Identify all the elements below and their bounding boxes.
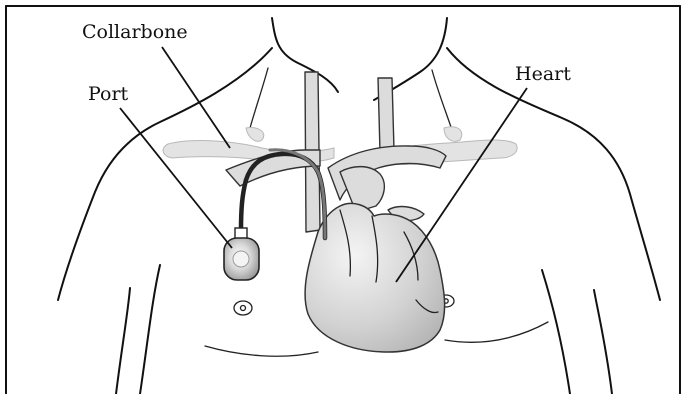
left-nipple xyxy=(234,301,252,315)
right-bone-knob xyxy=(444,127,462,142)
collarbone-leader-line xyxy=(162,47,230,148)
left-pectoral-line xyxy=(205,346,318,356)
port-device xyxy=(224,228,259,280)
right-shoulder-line xyxy=(447,48,660,300)
port-label: Port xyxy=(88,83,129,105)
right-neck-vein xyxy=(378,78,394,152)
left-chest-line xyxy=(140,265,160,394)
right-pectoral-line xyxy=(445,322,548,342)
left-arm-line xyxy=(116,288,130,394)
heart-leader-line xyxy=(396,88,527,282)
left-bone-knob xyxy=(246,128,264,142)
right-chest-line xyxy=(542,270,570,394)
left-neck-muscle xyxy=(250,68,268,128)
right-arm-line xyxy=(594,290,612,394)
port-leader-line xyxy=(120,108,232,248)
right-neck-muscle xyxy=(432,70,452,130)
heart-label: Heart xyxy=(515,63,571,85)
collarbones xyxy=(163,127,517,165)
collarbone-label: Collarbone xyxy=(82,21,188,43)
